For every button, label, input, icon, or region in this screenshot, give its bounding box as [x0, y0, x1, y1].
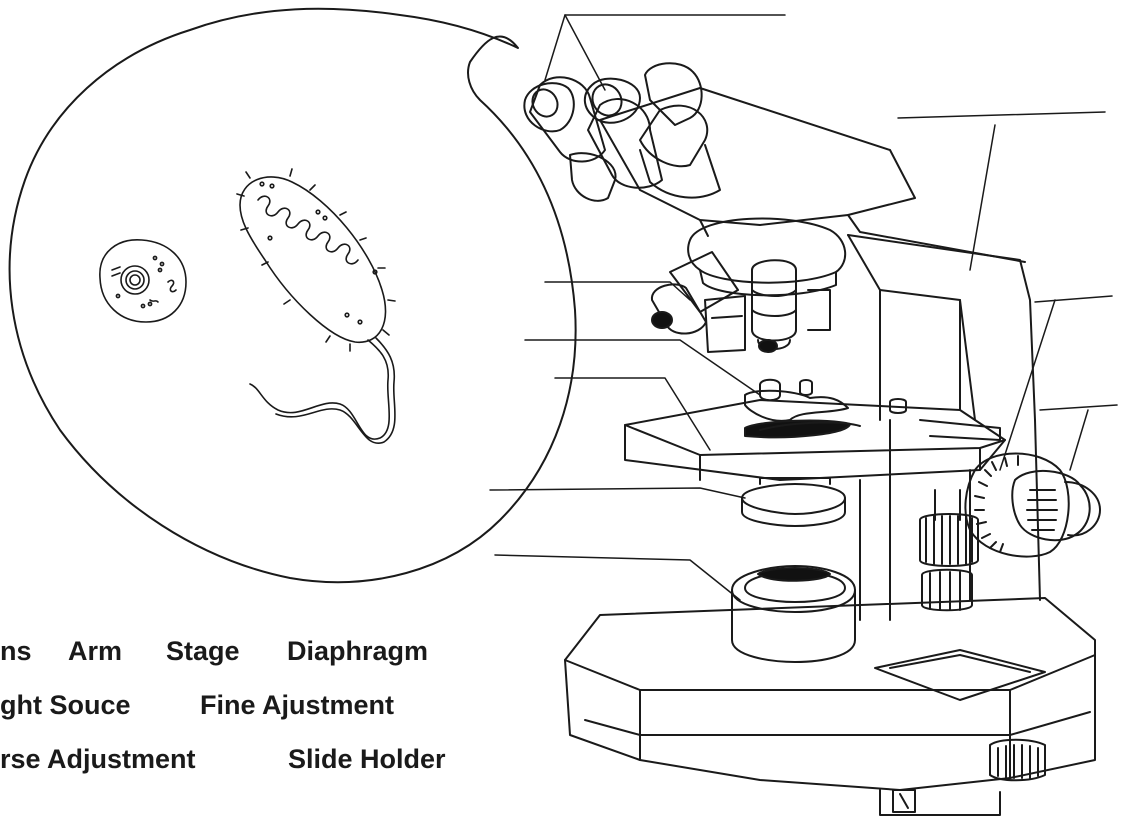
magnified-view-bubble [10, 9, 576, 582]
word-bank-term: ns [0, 636, 32, 667]
word-bank-term: rse Adjustment [0, 744, 196, 775]
cell-drawing [100, 240, 186, 322]
word-bank-term: Slide Holder [288, 744, 446, 775]
word-bank-term: Diaphragm [287, 636, 428, 667]
word-bank-term: Arm [68, 636, 122, 667]
bacterium-drawing [237, 169, 395, 443]
word-bank-row: ght Souce Fine Ajustment [0, 690, 560, 730]
word-bank-term: Stage [166, 636, 240, 667]
word-bank-term: Fine Ajustment [200, 690, 394, 721]
microscope-drawing [524, 63, 1100, 815]
word-bank-row: rse Adjustment Slide Holder [0, 744, 560, 784]
word-bank-row: ns Arm Stage Diaphragm [0, 636, 560, 676]
word-bank-term: ght Souce [0, 690, 131, 721]
